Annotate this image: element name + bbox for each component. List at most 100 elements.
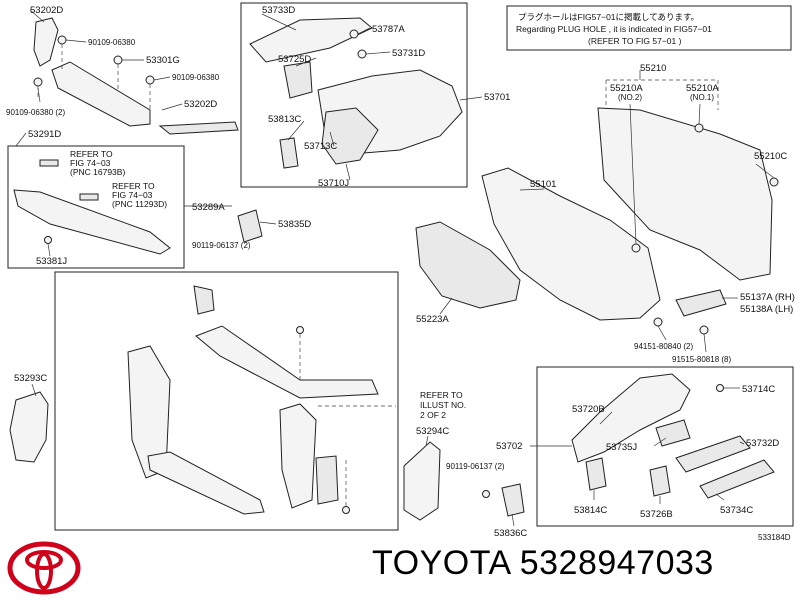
part-53714c[interactable] — [716, 384, 724, 392]
clip-53381j[interactable] — [44, 236, 52, 244]
note-plug-hole-en2: (REFER TO FIG 57−01 ) — [588, 36, 682, 46]
brand-part-number: TOYOTA 5328947033 — [372, 544, 714, 582]
part-radiator-support-upper[interactable] — [195, 325, 379, 399]
part-55101-dash-panel[interactable] — [481, 167, 661, 321]
label-53702: 53702 — [496, 441, 522, 452]
part-53720b[interactable] — [571, 373, 691, 463]
label-55223a: 55223A — [416, 314, 449, 325]
label-55210a-no2: (NO.2) — [618, 93, 642, 102]
clip-16793b[interactable] — [39, 159, 59, 167]
part-53734c[interactable] — [699, 459, 775, 499]
part-53202d-top[interactable] — [33, 17, 59, 67]
note-illust-line3: 2 OF 2 — [420, 410, 446, 420]
note-refer2-line2: FIG 74−03 — [112, 190, 153, 200]
label-53813c: 53813C — [268, 114, 301, 125]
part-53735j[interactable] — [655, 419, 691, 447]
bolt-bottom[interactable] — [342, 506, 350, 514]
part-53710j[interactable] — [321, 107, 379, 165]
part-53835d[interactable] — [237, 209, 263, 243]
bolt-90109-b[interactable] — [113, 55, 123, 65]
part-radiator-support-lower[interactable] — [147, 451, 265, 515]
part-53733d[interactable] — [249, 17, 373, 63]
label-55101: 55101 — [530, 179, 556, 190]
bolt-top[interactable] — [296, 326, 304, 334]
label-53714c: 53714C — [742, 384, 775, 395]
label-94151-80840: 94151-80840 (2) — [634, 342, 693, 351]
label-53293c: 53293C — [14, 373, 47, 384]
note-refer1-line1: REFER TO — [70, 149, 113, 159]
part-55223a[interactable] — [415, 221, 521, 309]
note-refer1-line2: FIG 74−03 — [70, 158, 111, 168]
part-53813c[interactable] — [279, 137, 299, 169]
label-53291d: 53291D — [28, 129, 61, 140]
bolt-90109-2[interactable] — [33, 77, 43, 87]
part-53301g-bar[interactable] — [51, 61, 151, 127]
bolt-91515[interactable] — [699, 325, 709, 335]
part-55210a-no1[interactable] — [694, 123, 704, 133]
dash-panel-group: 55210 55210A (NO.2) 55210A (NO.1) 55210C… — [415, 63, 795, 364]
label-53835d: 53835D — [278, 219, 311, 230]
label-53725d: 53725D — [278, 54, 311, 65]
part-53291d-seal[interactable] — [13, 189, 171, 255]
label-55210a-right: 55210A — [686, 83, 719, 94]
label-53732d: 53732D — [746, 438, 779, 449]
part-53294c[interactable] — [403, 441, 441, 521]
label-91515-80818: 91515-80818 (8) — [672, 355, 731, 364]
part-53732d[interactable] — [675, 435, 751, 473]
label-53202d-mid: 53202D — [184, 99, 217, 110]
label-90109-06380-b: 90109-06380 — [172, 73, 220, 82]
label-55210a-no1: (NO.1) — [690, 93, 714, 102]
clip-11293d[interactable] — [79, 193, 99, 201]
label-53202d-top: 53202D — [30, 5, 63, 16]
part-53202d-mid[interactable] — [158, 121, 239, 135]
note-illust-line1: REFER TO — [420, 390, 463, 400]
part-radiator-support-side-right[interactable] — [279, 403, 317, 509]
label-53294c: 53294C — [416, 426, 449, 437]
label-53720b: 53720B — [572, 404, 605, 415]
label-55210: 55210 — [640, 63, 666, 74]
note-refer1-line3: (PNC 16793B) — [70, 167, 125, 177]
plug-hole-note: プラグホールはFIG57−01に掲載してあります。 Regarding PLUG… — [506, 5, 792, 51]
bolt-90109-a[interactable] — [57, 35, 67, 45]
part-bracket-b[interactable] — [315, 455, 339, 505]
label-55210a-left: 55210A — [610, 83, 643, 94]
label-90119-06137-2b: 90119-06137 (2) — [446, 462, 505, 471]
part-55210a-no2[interactable] — [631, 243, 641, 253]
part-53725d[interactable] — [283, 61, 313, 99]
part-53814c[interactable] — [585, 457, 607, 491]
label-55210c: 55210C — [754, 151, 787, 162]
label-53814c: 53814C — [574, 505, 607, 516]
toyota-logo-icon — [7, 541, 81, 595]
apron-box: 53733D 53787A 53731D 53725D 53813C 53713… — [240, 2, 483, 189]
seal-box: 53291D REFER TO FIG 74−03 (PNC 16793B) R… — [7, 129, 185, 269]
part-53726b[interactable] — [649, 465, 671, 497]
note-plug-hole-en1: Regarding PLUG HOLE , it is indicated in… — [516, 24, 712, 34]
note-refer2-line1: REFER TO — [112, 181, 155, 191]
label-90109-06380-2: 90109-06380 (2) — [6, 108, 65, 117]
label-53735j: 53735J — [606, 442, 637, 453]
label-55137a: 55137A (RH) — [740, 292, 795, 303]
label-55138a: 55138A (LH) — [740, 304, 793, 315]
part-53787a[interactable] — [349, 29, 359, 39]
bolt-94151[interactable] — [653, 317, 663, 327]
label-diagram-code: 533184D — [758, 533, 791, 542]
top-left-group: 53202D 90109-06380 53301G 90109-06380 53… — [6, 5, 239, 135]
label-53787a: 53787A — [372, 24, 405, 35]
rail-box: 53720B 53714C 53735J 53732D 53814C 53726… — [530, 366, 794, 527]
bolt-90109-c[interactable] — [145, 75, 155, 85]
label-53301g: 53301G — [146, 55, 180, 66]
part-55137a-rh[interactable] — [675, 289, 727, 317]
note-refer2-line3: (PNC 11293D) — [112, 199, 167, 209]
label-53731d: 53731D — [392, 48, 425, 59]
part-53731d[interactable] — [357, 49, 367, 59]
bolt-90119-b[interactable] — [482, 490, 490, 498]
part-53293c[interactable] — [9, 391, 49, 463]
label-53733d: 53733D — [262, 5, 295, 16]
part-bracket-a[interactable] — [193, 285, 215, 315]
part-53836c[interactable] — [501, 483, 525, 517]
part-55210c[interactable] — [769, 177, 779, 187]
label-53726b: 53726B — [640, 509, 673, 520]
note-illust-line2: ILLUST NO. — [420, 400, 466, 410]
label-53701: 53701 — [484, 92, 510, 103]
